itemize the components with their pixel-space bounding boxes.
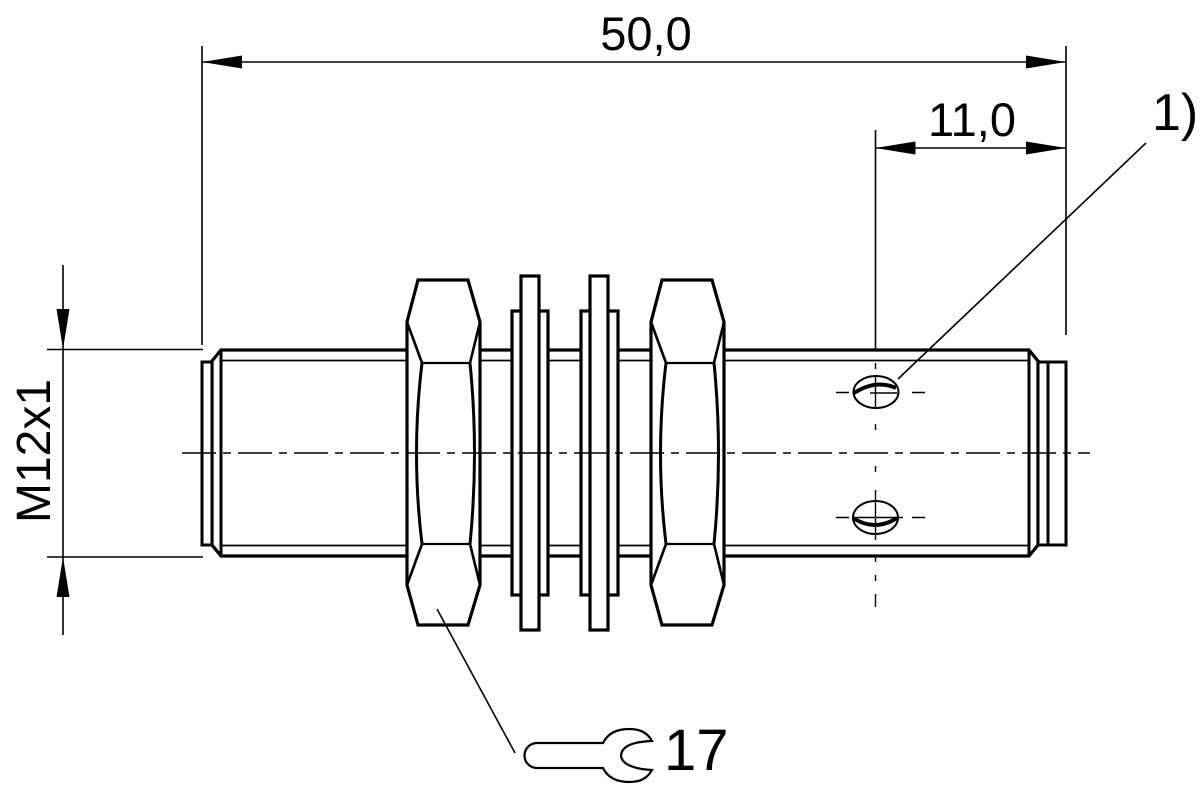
arrowhead-top [56,309,70,349]
total-length-label: 50,0 [600,7,691,60]
wrench-icon [523,727,654,784]
wrench-callout: 17 [436,608,729,784]
arrowhead-left [875,141,916,155]
hex-nut-left-shoulder-lines [405,321,482,586]
arrowhead-right [1026,55,1066,69]
dimension-thread: M12x1 [8,265,203,635]
hole-offset-label: 11,0 [928,93,1016,146]
hex-nut-right-shoulder-lines [649,321,726,586]
footnote-callout: 1) [897,84,1198,380]
arrowhead-left [202,55,242,69]
footnote-marker-label: 1) [1152,84,1198,142]
hex-nut-left-silhouette [405,278,482,627]
hex-nut-left [405,278,482,627]
arrowhead-bottom [56,557,70,597]
center-lines [182,363,1090,607]
dimension-total-length: 50,0 [201,7,1067,345]
wrench-leader-line [436,608,516,754]
thread-spec-label: M12x1 [8,379,61,523]
wrench-size-label: 17 [664,718,729,783]
dimension-hole-offset: 11,0 [874,93,1066,350]
arrowhead-right [1026,141,1066,155]
footnote-leader-line [897,142,1147,380]
